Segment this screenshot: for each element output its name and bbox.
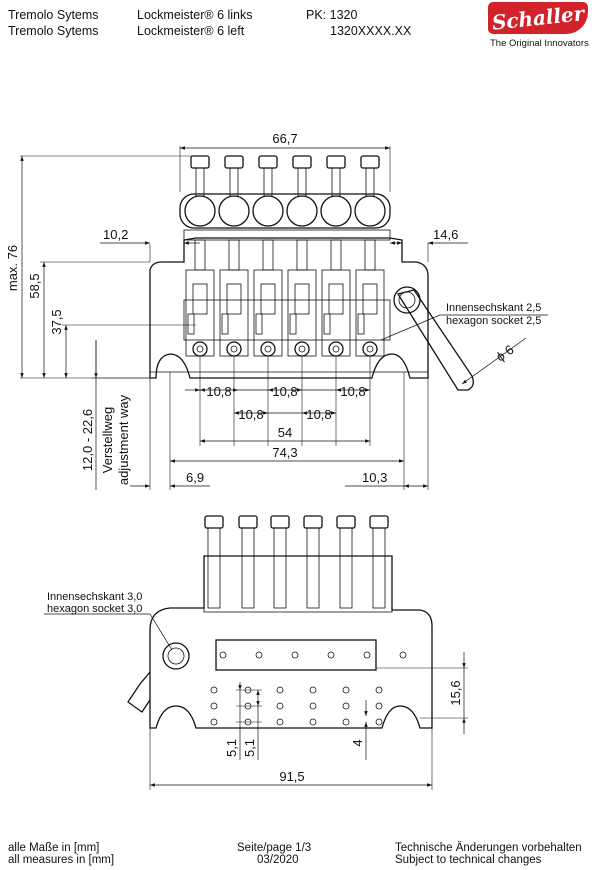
hex-label-bottom-en: hexagon socket 3,0 — [47, 603, 142, 615]
adjust-label-en: adjustment way — [116, 394, 131, 485]
dim-span-743: 74,3 — [272, 445, 297, 460]
dim-spacing-5: 10,8 — [340, 384, 365, 399]
mount-hole-1-3 — [210, 718, 218, 726]
dim-adjust-range: 12,0 - 22,6 — [80, 409, 95, 471]
mount-hole-3-2 — [276, 702, 284, 710]
footer-page: Seite/page 1/3 — [237, 842, 312, 854]
header-series-line1: Tremolo Sytems — [8, 8, 99, 22]
fine-tuner-6 — [354, 155, 386, 227]
footer-date: 03/2020 — [257, 854, 299, 866]
footer-units-en: all measures in [mm] — [8, 854, 115, 866]
mount-hole-6-2 — [375, 702, 383, 710]
mount-hole-3-3 — [276, 718, 284, 726]
mount-hole-4-2 — [309, 702, 317, 710]
mount-hole-6-1 — [375, 686, 383, 694]
plate-screw-4 — [327, 651, 335, 659]
tremolo-arm — [396, 289, 474, 391]
dim-4: 4 — [350, 739, 365, 746]
saddle-3 — [253, 239, 283, 357]
bottom-tuner-6 — [369, 515, 389, 609]
footer-change-en: Subject to technical changes — [395, 854, 542, 866]
dim-span-54: 54 — [278, 425, 292, 440]
bottom-view-bridge — [127, 555, 433, 729]
top-view-bridge — [149, 193, 474, 391]
fine-tuner-1 — [184, 155, 216, 227]
fine-tuner-2 — [218, 155, 250, 227]
dim-edge-right: 10,3 — [362, 470, 387, 485]
dim-offset-right: 14,6 — [433, 227, 458, 242]
adjust-label-de: Verstellweg — [100, 407, 115, 473]
dim-height-585: 58,5 — [27, 273, 42, 298]
dim-156: 15,6 — [448, 680, 463, 705]
dim-spacing-4: 10,8 — [306, 407, 331, 422]
bottom-tuner-4 — [303, 515, 323, 609]
saddle-2 — [219, 239, 249, 357]
hex-socket-bottom — [162, 642, 190, 670]
mount-hole-5-2 — [342, 702, 350, 710]
header-article-number: 1320XXXX.XX — [330, 24, 412, 38]
dim-spacing-3: 10,8 — [272, 384, 297, 399]
dim-height-max: max. 76 — [5, 245, 20, 291]
bottom-tuner-5 — [336, 515, 356, 609]
mount-hole-1-2 — [210, 702, 218, 710]
logo-tagline: The Original Innovators — [490, 38, 589, 49]
footer-change-de: Technische Änderungen vorbehalten — [395, 842, 582, 854]
hex-label-top-de: Innensechskant 2,5 — [446, 302, 541, 314]
mount-hole-5-3 — [342, 718, 350, 726]
mount-hole-3-1 — [276, 686, 284, 694]
schaller-logo: Schaller — [488, 1, 588, 35]
bottom-plate-bar — [215, 639, 377, 671]
dim-51-a: 5,1 — [224, 739, 239, 757]
header-series-line2: Tremolo Sytems — [8, 24, 99, 38]
saddle-5 — [321, 239, 351, 357]
plate-screw-5 — [363, 651, 371, 659]
dim-width-bottom: 91,5 — [279, 769, 304, 784]
plate-screw-2 — [255, 651, 263, 659]
dim-spacing-2: 10,8 — [238, 407, 263, 422]
dim-offset-left: 10,2 — [103, 227, 128, 242]
bottom-tuner-3 — [270, 515, 290, 609]
bottom-tremolo-arm — [127, 671, 151, 713]
mount-hole-4-1 — [309, 686, 317, 694]
plate-screw-3 — [291, 651, 299, 659]
bottom-tuner-1 — [204, 515, 224, 609]
header-product-line1: Lockmeister® 6 links — [137, 8, 253, 22]
header-pk-number: PK: 1320 — [306, 8, 358, 22]
footer-units-de: alle Maße in [mm] — [8, 842, 100, 854]
saddle-1 — [185, 239, 215, 357]
fine-tuner-4 — [286, 155, 318, 227]
plate-screw-1 — [219, 651, 227, 659]
mount-hole-5-1 — [342, 686, 350, 694]
dim-arm-diameter: ϕ 6 — [493, 342, 516, 365]
saddle-4 — [287, 239, 317, 357]
plate-screw-6 — [399, 651, 407, 659]
hex-label-bottom-de: Innensechskant 3,0 — [47, 591, 142, 603]
dim-edge-left: 6,9 — [186, 470, 204, 485]
dim-51-b: 5,1 — [242, 739, 257, 757]
bottom-base-plate — [149, 555, 433, 729]
dim-height-375: 37,5 — [49, 309, 64, 334]
mount-hole-6-3 — [375, 718, 383, 726]
top-base-plate — [149, 237, 429, 379]
fine-tuner-5 — [320, 155, 352, 227]
saddle-6 — [355, 239, 385, 357]
header-product-line2: Lockmeister® 6 left — [137, 24, 245, 38]
dim-spacing-1: 10,8 — [206, 384, 231, 399]
dim-width-top: 66,7 — [272, 131, 297, 146]
mount-hole-1-1 — [210, 686, 218, 694]
mount-hole-4-3 — [309, 718, 317, 726]
fine-tuner-row — [179, 193, 391, 229]
hex-label-top-en: hexagon socket 2,5 — [446, 315, 541, 327]
bottom-tuner-2 — [238, 515, 258, 609]
fine-tuner-3 — [252, 155, 284, 227]
